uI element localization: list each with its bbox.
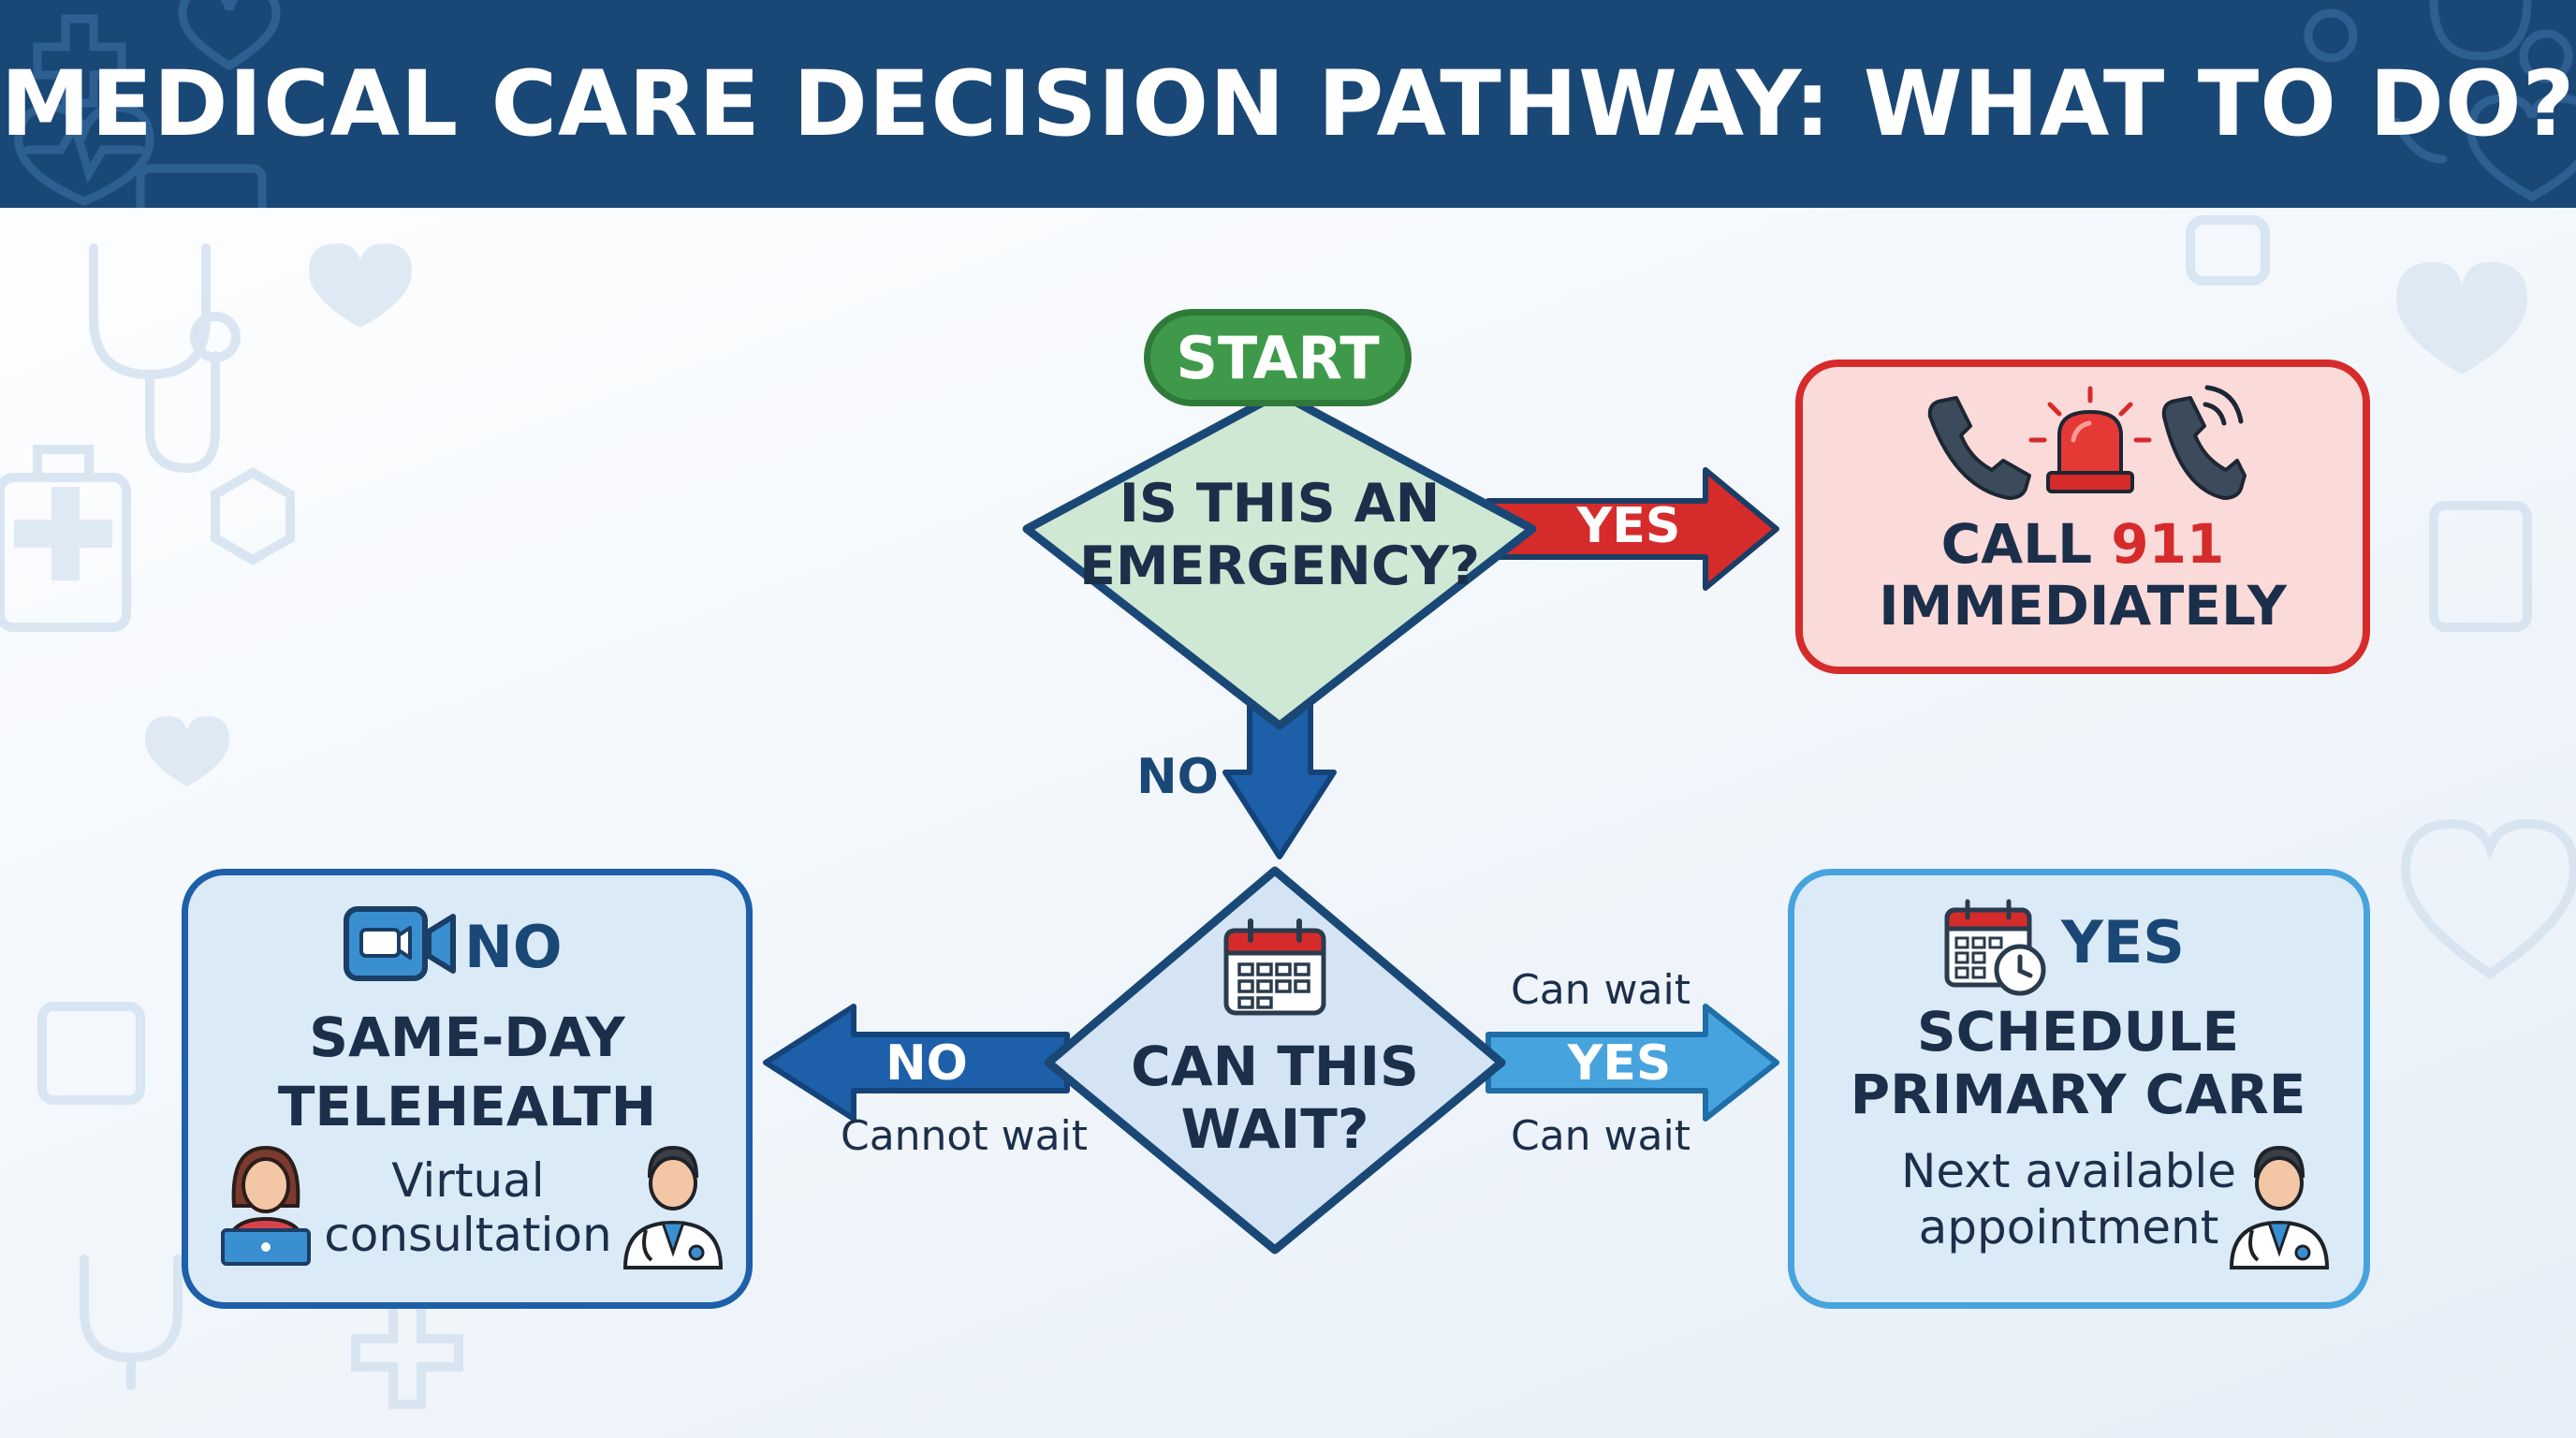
plus-icon [14,487,112,580]
stethoscope-icon [80,1255,183,1390]
decision-emergency-line1: IS THIS AN [1119,473,1441,535]
plus-icon [33,14,126,108]
heart-plus-icon [2466,94,2576,202]
hexagon-plus-icon [211,467,295,565]
decision-emergency-line2: EMERGENCY? [1078,536,1481,597]
telehealth-badge: NO [464,913,563,981]
heart-pulse-icon [14,103,154,206]
heart-plus-icon [2396,262,2527,374]
medical-bag-icon [136,164,267,208]
header-decorations [14,0,2576,208]
calendar-clock-icon [1944,899,2046,996]
emergency-line1: CALL 911 [1805,512,2361,576]
first-aid-kit-icon [2429,501,2532,632]
yes-label-primary-care: YES [1567,1035,1672,1092]
can-wait-caption-top: Can wait [1511,966,1690,1014]
monitor-heart-icon [2186,215,2270,286]
siren-icon [2028,386,2152,493]
primary-care-sub-line2: appointment [1918,1200,2219,1255]
first-aid-kit-icon [37,1002,145,1105]
calendar-icon [1223,918,1326,1016]
heart-rate-icon [2400,818,2576,980]
primary-care-heading-line2: PRIMARY CARE [1850,1063,2306,1126]
heart-icon [178,0,281,71]
decision-wait-line2: WAIT? [1180,1097,1369,1161]
primary-care-sub-line1: Next available [1900,1144,2237,1198]
doctor-icon [2229,1145,2330,1269]
page-title: MEDICAL CARE DECISION PATHWAY: WHAT TO D… [0,51,2576,156]
start-label: START [1176,323,1380,392]
ringing-phone-icon [2161,385,2247,500]
telehealth-sub-line1: Virtual [391,1153,545,1208]
no-label-telehealth: NO [886,1035,968,1092]
doctor-icon [622,1145,724,1269]
emergency-icons [1927,385,2247,500]
stethoscope-icon [89,243,241,474]
plus-circle-icon [2304,8,2358,63]
stethoscope-icon [2429,0,2532,61]
decision-emergency-diamond [1022,389,1537,730]
emergency-number: 911 [2111,512,2225,576]
telehealth-heading-line1: SAME-DAY [309,1005,625,1069]
heart-plus-icon [309,243,412,328]
telehealth-heading-line2: TELEHEALTH [277,1075,657,1138]
header-bar: MEDICAL CARE DECISION PATHWAY: WHAT TO D… [0,0,2576,208]
can-wait-caption-bottom: Can wait [1511,1112,1690,1160]
background-decorations [0,215,2576,1409]
phone-icon [1927,396,2031,500]
emergency-call-text: CALL [1940,512,2112,576]
decision-wait-line1: CAN THIS [1131,1034,1419,1098]
video-camera-icon [344,906,456,981]
telehealth-sub-line2: consultation [324,1208,612,1262]
emergency-line2: IMMEDIATELY [1879,574,2287,638]
primary-care-heading-line1: SCHEDULE [1916,1000,2240,1064]
woman-laptop-icon [221,1145,311,1266]
start-node: START [1144,309,1412,406]
no-label-down: NO [1136,749,1219,805]
yes-arrow-primary-care [1486,1004,1779,1122]
primary-care-badge: YES [2061,908,2185,976]
decision-wait-diamond [1044,866,1506,1255]
heart-icon [145,716,229,786]
cannot-wait-caption: Cannot wait [840,1112,1089,1160]
yes-label-emergency: YES [1576,498,1681,554]
first-aid-kit-icon [0,445,131,632]
no-arrow-telehealth [763,1004,1070,1122]
yes-arrow-emergency [1486,467,1779,591]
